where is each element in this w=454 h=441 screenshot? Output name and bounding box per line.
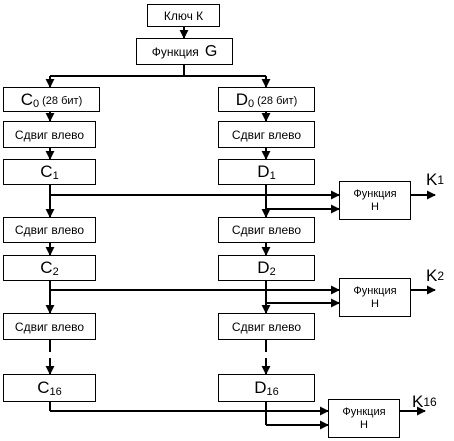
c1-subscript: 1 bbox=[52, 170, 59, 182]
k16-letter: K bbox=[412, 392, 424, 411]
d1-letter: D bbox=[257, 162, 270, 181]
function-h-label: Функция bbox=[353, 187, 397, 200]
c1-letter: C bbox=[40, 162, 53, 181]
d16-letter: D bbox=[254, 378, 267, 397]
k1-subscript: 1 bbox=[437, 173, 445, 187]
shift-label: Сдвиг влево bbox=[231, 223, 302, 237]
c-shift-box-2: Сдвиг влево bbox=[3, 217, 96, 243]
function-h-letter: H bbox=[371, 297, 379, 310]
k1-label: K1 bbox=[426, 170, 444, 190]
function-h-label: Функция bbox=[353, 284, 397, 297]
shift-label: Сдвиг влево bbox=[14, 223, 85, 237]
d16-subscript: 16 bbox=[266, 386, 279, 398]
function-g-label: Функция bbox=[151, 44, 199, 59]
d2-subscript: 2 bbox=[269, 266, 276, 278]
function-g-box: Функция G bbox=[136, 38, 233, 65]
c-shift-box-3: Сдвиг влево bbox=[3, 313, 96, 340]
c0-note: (28 бит) bbox=[42, 94, 83, 107]
c16-subscript: 16 bbox=[49, 386, 62, 398]
function-h-box-16: Функция H bbox=[328, 399, 400, 438]
c2-subscript: 2 bbox=[52, 266, 59, 278]
c0-letter: C bbox=[20, 89, 34, 109]
c2-letter: C bbox=[40, 258, 53, 277]
function-h-box-1: Функция H bbox=[339, 181, 411, 220]
c-shift-box-1: Сдвиг влево bbox=[3, 121, 96, 148]
key-box: Ключ К bbox=[147, 4, 220, 27]
k2-letter: K bbox=[426, 266, 438, 285]
shift-label: Сдвиг влево bbox=[14, 127, 85, 142]
k2-label: K2 bbox=[426, 266, 444, 286]
d0-subscript: 0 bbox=[248, 97, 255, 110]
shift-label: Сдвиг влево bbox=[14, 319, 85, 334]
c0-subscript: 0 bbox=[33, 97, 40, 110]
d0-note: (28 бит) bbox=[257, 94, 298, 107]
d-shift-box-3: Сдвиг влево bbox=[218, 313, 315, 340]
d0-letter: D bbox=[235, 89, 249, 109]
k16-subscript: 16 bbox=[423, 395, 437, 409]
d-shift-box-1: Сдвиг влево bbox=[218, 121, 315, 148]
function-h-box-2: Функция H bbox=[339, 278, 411, 317]
function-g-letter: G bbox=[204, 42, 218, 60]
c16-letter: C bbox=[37, 378, 50, 397]
d-shift-box-2: Сдвиг влево bbox=[218, 217, 315, 243]
function-h-letter: H bbox=[371, 200, 379, 213]
key-label: Ключ К bbox=[163, 8, 204, 23]
function-h-letter: H bbox=[360, 418, 368, 431]
d2-letter: D bbox=[257, 258, 270, 277]
k1-letter: K bbox=[426, 170, 438, 189]
function-h-label: Функция bbox=[342, 405, 386, 418]
shift-label: Сдвиг влево bbox=[231, 127, 302, 142]
k2-subscript: 2 bbox=[437, 269, 445, 283]
shift-label: Сдвиг влево bbox=[231, 319, 302, 334]
k16-label: K16 bbox=[412, 392, 437, 412]
d1-subscript: 1 bbox=[269, 170, 276, 182]
